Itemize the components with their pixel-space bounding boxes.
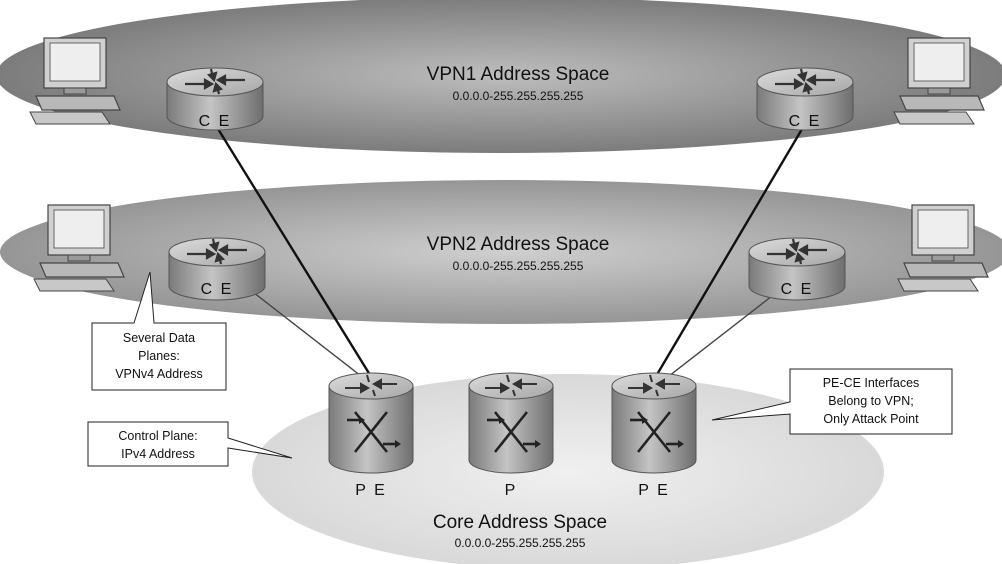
pe-right-label: P E xyxy=(638,482,670,499)
callout-pe-ce-line-2: Belong to VPN; xyxy=(828,394,913,408)
callout-data-planes-line-2: Planes: xyxy=(138,349,180,363)
pe-router-right xyxy=(610,371,698,475)
core-range: 0.0.0.0-255.255.255.255 xyxy=(455,536,586,550)
p-label: P xyxy=(505,482,518,499)
link-vpn2-left-ce-to-pe xyxy=(239,281,371,384)
callout-control-plane: Control Plane: IPv4 Address xyxy=(87,421,293,467)
callout-pe-ce-interfaces: PE-CE Interfaces Belong to VPN; Only Att… xyxy=(711,368,953,435)
vpn1-range: 0.0.0.0-255.255.255.255 xyxy=(453,89,584,103)
link-vpn1-left-ce-to-pe xyxy=(213,123,377,384)
vpn2-left-ce-label: C E xyxy=(201,281,234,298)
link-vpn1-right-ce-to-pe xyxy=(650,123,807,384)
vpn2-links xyxy=(239,281,791,384)
vpn2-title: VPN2 Address Space xyxy=(427,234,610,255)
vpn2-range: 0.0.0.0-255.255.255.255 xyxy=(453,259,584,273)
vpn1-left-ce-label: C E xyxy=(199,113,232,130)
core-title: Core Address Space xyxy=(433,512,607,533)
vpn2-right-ce-label: C E xyxy=(781,281,814,298)
callout-data-planes: Several Data Planes: VPNv4 Address xyxy=(91,271,227,391)
callout-data-planes-line-1: Several Data xyxy=(123,331,195,345)
vpn1-right-ce-label: C E xyxy=(789,113,822,130)
callout-control-plane-line-1: Control Plane: xyxy=(118,429,197,443)
links xyxy=(213,123,807,384)
link-vpn2-right-ce-to-pe xyxy=(659,281,791,384)
callout-data-planes-line-3: VPNv4 Address xyxy=(115,367,203,381)
vpn1-title: VPN1 Address Space xyxy=(427,64,610,85)
callout-pe-ce-line-1: PE-CE Interfaces xyxy=(823,376,920,390)
p-router xyxy=(467,371,555,475)
callout-pe-ce-line-3: Only Attack Point xyxy=(823,412,919,426)
callout-control-plane-line-2: IPv4 Address xyxy=(121,447,195,461)
pe-left-label: P E xyxy=(355,482,387,499)
pe-router-left xyxy=(327,371,415,475)
